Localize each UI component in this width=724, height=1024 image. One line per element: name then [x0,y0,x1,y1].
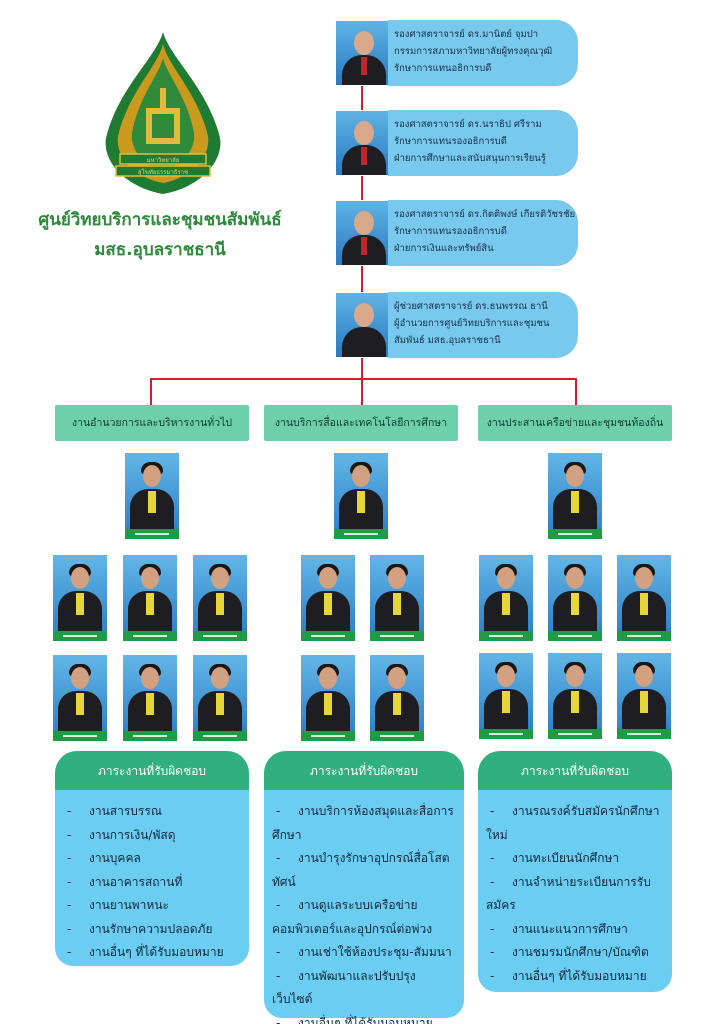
list-item: -งานเช่าใช้ห้องประชุม-สัมมนา [276,945,452,959]
list-item: -งานบริการห้องสมุดและสื่อการศึกษา [272,804,454,842]
exec-card-2: รองศาสตราจารย์ ดร.นราธิป ศรีรามรักษาการแ… [388,110,578,176]
staff-photo [370,555,424,641]
list-item: -งานยานพาหนะ [67,898,169,912]
exec-photo [335,110,391,176]
staff-photo [370,655,424,741]
staff-photo [53,555,107,641]
list-item: -งานบำรุงรักษาอุปกรณ์สื่อโสตทัศน์ [272,851,450,889]
staff-photo [334,453,388,539]
university-logo-icon: มหาวิทยาลัย สุโขทัยธรรมาธิราช [105,32,221,194]
staff-photo [617,653,671,739]
list-item: -งานแนะแนวการศึกษา [490,921,628,936]
exec-card-3: รองศาสตราจารย์ ดร.กิตติพงษ์ เกียรติวัชรช… [388,200,578,266]
panel-heading-media: ภาระงานที่รับผิดชอบ [264,751,464,791]
staff-photo [301,655,355,741]
staff-photo [123,655,177,741]
list-item: -งานอื่นๆ ที่ได้รับมอบหมาย [490,968,647,983]
list-item: -งานอื่นๆ ที่ได้รับมอบหมาย [276,1015,433,1024]
branch-connector-line [150,378,576,380]
panel-network: -งานรณรงค์รับสมัครนักศึกษาใหม่ -งานทะเบี… [478,790,672,992]
staff-photo [548,653,602,739]
exec-card-4: ผู้ช่วยศาสตราจารย์ ดร.ธนพรรณ ธานีผู้อำนว… [388,292,578,358]
list-item: -งานดูแลระบบเครือข่ายคอมพิวเตอร์และอุปกร… [272,898,433,936]
panel-heading-admin: ภาระงานที่รับผิดชอบ [55,751,249,791]
staff-photo [193,555,247,641]
list-item: -งานสารบรรณ [67,804,162,818]
logo-text-top: มหาวิทยาลัย [147,157,180,164]
list-item: -งานจำหน่ายระเบียนการรับสมัคร [486,874,651,913]
list-item: -งานทะเบียนนักศึกษา [490,851,620,865]
org-title: ศูนย์วิทยบริการและชุมชนสัมพันธ์ [38,210,282,230]
list-item: -งานรณรงค์รับสมัครนักศึกษาใหม่ [486,804,660,842]
staff-photo [479,653,533,739]
staff-photo [617,555,671,641]
logo-text-bottom: สุโขทัยธรรมาธิราช [138,168,188,176]
list-item: -งานอื่นๆ ที่ได้รับมอบหมาย [67,945,224,959]
list-item: -งานชมรมนักศึกษา/บัณฑิต [490,945,649,959]
exec-photo [335,292,391,358]
staff-photo [53,655,107,741]
branch-connector-line [361,378,363,406]
branch-connector-line [575,378,577,406]
list-item: -งานอาคารสถานที่ [67,874,183,889]
staff-photo [479,555,533,641]
staff-photo [548,453,602,539]
panel-media: -งานบริการห้องสมุดและสื่อการศึกษา -งานบำ… [264,790,464,1024]
branch-connector-line [150,378,152,406]
exec-photo [335,20,391,86]
staff-photo [125,453,179,539]
list-item: -งานรักษาความปลอดภัย [67,921,213,936]
panel-admin: -งานสารบรรณ -งานการเงิน/พัสดุ -งานบุคคล … [55,790,249,966]
staff-photo [193,655,247,741]
list-item: -งานพัฒนาและปรับปรุงเว็บไซต์ [272,968,416,1007]
panel-heading-network: ภาระงานที่รับผิดชอบ [478,751,672,791]
section-header-network: งานประสานเครือข่ายและชุมชนท้องถิ่น [478,405,672,441]
section-header-admin: งานอำนวยการและบริหารงานทั่วไป [55,405,249,441]
exec-card-1: รองศาสตราจารย์ ดร.มานิตย์ จุมปากรรมการสภ… [388,20,578,86]
staff-photo [548,555,602,641]
list-item: -งานบุคคล [67,851,141,865]
staff-photo [301,555,355,641]
list-item: -งานการเงิน/พัสดุ [67,827,176,842]
staff-photo [123,555,177,641]
exec-photo [335,200,391,266]
section-header-media: งานบริการสื่อและเทคโนโลยีการศึกษา [264,405,458,441]
org-subtitle: มสธ.อุบลราชธานี [94,240,226,260]
